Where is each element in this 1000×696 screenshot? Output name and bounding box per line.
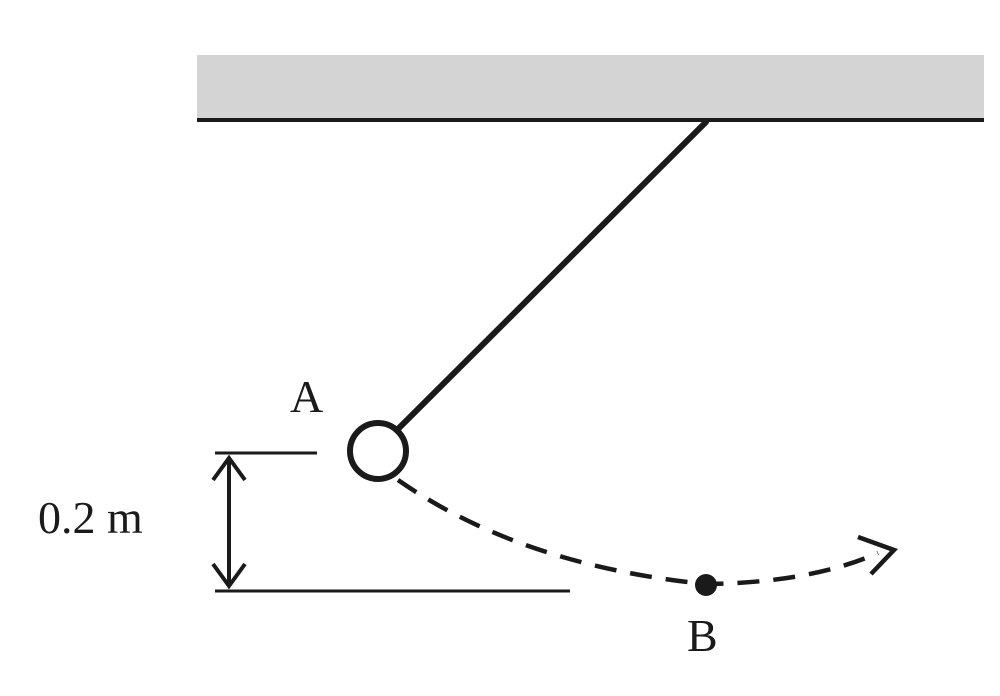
swing-path bbox=[396, 478, 879, 587]
point-b-dot bbox=[695, 574, 717, 596]
label-point-a: A bbox=[290, 371, 323, 422]
label-height: 0.2 m bbox=[38, 492, 143, 543]
pendulum-string bbox=[394, 119, 709, 433]
height-arrowhead-down bbox=[211, 562, 247, 590]
ceiling-block bbox=[197, 55, 984, 119]
label-point-b: B bbox=[687, 610, 718, 661]
swing-arrowhead bbox=[857, 534, 899, 576]
pendulum-bob bbox=[347, 420, 409, 482]
height-arrowhead-up bbox=[211, 454, 247, 482]
